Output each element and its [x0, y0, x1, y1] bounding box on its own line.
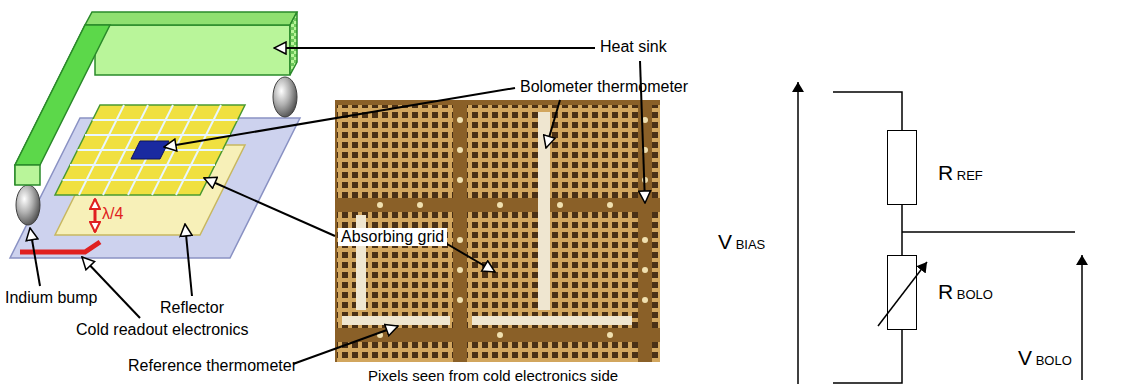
- dot: [417, 202, 423, 208]
- dot: [557, 202, 563, 208]
- pixel-cell: [652, 212, 660, 328]
- pixel-cell: [467, 342, 638, 362]
- heat-sink-front: [95, 25, 290, 75]
- part-label: Absorbing grid: [338, 228, 447, 246]
- dot: [457, 267, 463, 273]
- dot: [607, 202, 613, 208]
- dot: [457, 147, 463, 153]
- resistor-label: R BOLO: [938, 280, 993, 307]
- dot: [377, 202, 383, 208]
- voltage-arrow: [797, 82, 799, 384]
- circuit-wires: [798, 82, 1082, 384]
- pixel-cell: [652, 342, 660, 362]
- indium-bump: [16, 185, 40, 225]
- wire: [902, 231, 1075, 233]
- absorbing-grid-plane: [55, 105, 245, 195]
- part-label: Indium bump: [5, 289, 98, 307]
- leader-line: [185, 224, 192, 296]
- dot: [457, 237, 463, 243]
- bolometer-square: [131, 141, 169, 159]
- part-label: Reflector: [160, 299, 224, 317]
- heat-sink-arm-top: [15, 25, 110, 165]
- pixel-cell: [337, 342, 453, 362]
- dot: [457, 177, 463, 183]
- pixel-cell: [652, 105, 660, 198]
- leader-line: [30, 228, 40, 286]
- voltage-label: V BOLO: [1018, 346, 1072, 373]
- leader-line: [274, 47, 595, 49]
- dot: [642, 267, 648, 273]
- leader-line: [82, 257, 140, 318]
- dot: [642, 297, 648, 303]
- dot: [457, 297, 463, 303]
- dot: [607, 332, 613, 338]
- heat-sink-arm-end: [15, 165, 40, 185]
- reference-strip: [342, 316, 450, 325]
- part-label: Reference thermometer: [128, 357, 297, 375]
- quarter-wave-arrow: [94, 199, 97, 232]
- part-label: Bolometer thermometer: [520, 78, 688, 96]
- resistor-symbol: R REF: [887, 130, 917, 205]
- leader-line: [164, 88, 515, 147]
- resistor-label: R REF: [938, 161, 983, 188]
- indium-bump: [273, 77, 297, 117]
- dot: [497, 332, 503, 338]
- part-label: Heat sink: [600, 38, 667, 56]
- leader-lines: [30, 48, 645, 364]
- dot: [457, 117, 463, 123]
- pixel-cell: [337, 212, 453, 328]
- pixel-cell: [337, 105, 453, 198]
- pixel-cell: [467, 105, 638, 198]
- leader-line: [293, 326, 398, 364]
- part-label: λ/4: [102, 205, 123, 223]
- heat-sink-top: [85, 12, 297, 25]
- wire: [833, 92, 902, 130]
- heat-sink-end: [290, 12, 297, 75]
- leader-line: [442, 241, 495, 272]
- grid-line: [128, 105, 173, 195]
- micrograph: [335, 100, 660, 362]
- grid-line: [79, 105, 124, 195]
- resistor-symbol: R BOLO: [887, 255, 917, 330]
- leader-line: [546, 100, 560, 148]
- dot: [497, 202, 503, 208]
- dot: [642, 237, 648, 243]
- leader-line: [204, 178, 335, 236]
- wire: [833, 330, 902, 383]
- reference-strip: [472, 316, 632, 325]
- voltage-label: V BIAS: [718, 230, 765, 257]
- photo-ground: [335, 100, 660, 362]
- voltage-arrow: [1081, 255, 1083, 380]
- part-label: Pixels seen from cold electronics side: [368, 367, 618, 385]
- pixel-illustration: [10, 12, 300, 258]
- part-label: Cold readout electronics: [76, 321, 249, 339]
- wire: [901, 205, 903, 255]
